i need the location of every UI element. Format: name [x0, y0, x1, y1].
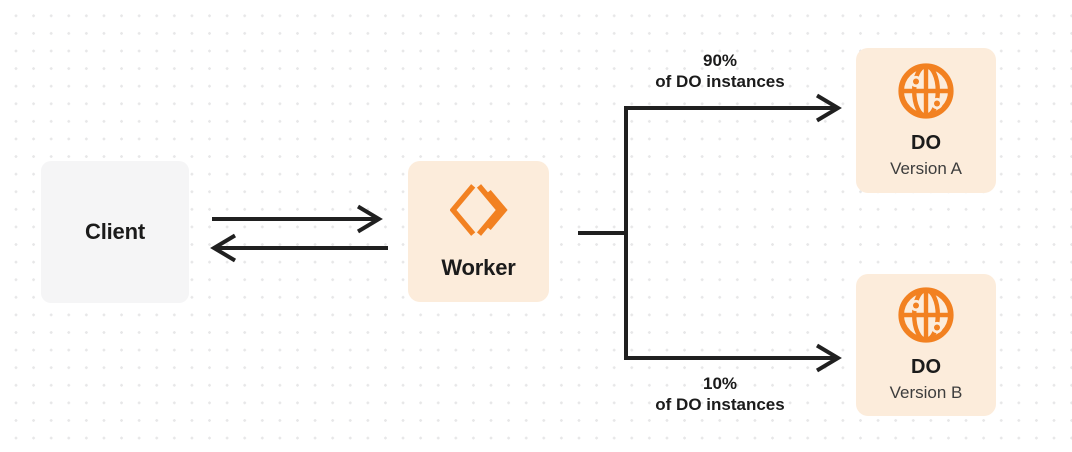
- cloudflare-workers-icon: [449, 183, 508, 236]
- split-bracket: [624, 106, 834, 360]
- client-node: Client: [41, 161, 189, 303]
- split-bottom-label-percent: 10%: [702, 374, 738, 393]
- split-bottom-arrowhead: [815, 343, 842, 373]
- worker-node: Worker: [408, 161, 549, 302]
- worker-to-client-arrowhead: [210, 233, 237, 263]
- do-version-b-title: DO: [911, 356, 941, 378]
- worker-label: Worker: [441, 254, 516, 280]
- split-top-arrowhead: [815, 93, 842, 123]
- do-version-b-node: DO Version B: [856, 274, 996, 416]
- do-version-b-subtitle: Version B: [889, 383, 963, 402]
- do-version-a-subtitle: Version A: [890, 158, 962, 178]
- client-label: Client: [85, 219, 145, 244]
- split-top-label-caption: of DO instances: [655, 72, 785, 91]
- client-to-worker-arrowhead: [356, 204, 383, 234]
- split-bottom-label-caption: of DO instances: [655, 395, 785, 414]
- do-version-a-node: DO Version A: [856, 48, 996, 193]
- split-bottom-label: 10% of DO instances: [610, 373, 830, 415]
- globe-icon: [898, 62, 954, 119]
- globe-icon: [898, 287, 954, 343]
- do-version-a-title: DO: [911, 131, 941, 154]
- split-top-label-percent: 90%: [702, 51, 738, 70]
- split-top-label: 90% of DO instances: [610, 50, 830, 92]
